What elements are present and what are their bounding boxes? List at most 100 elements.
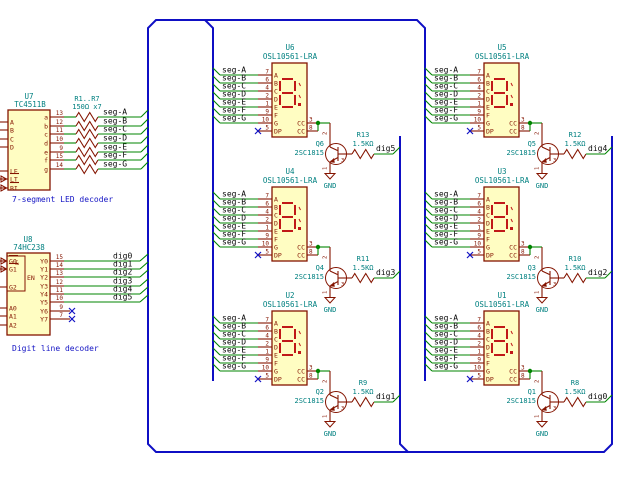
pin-number: 7 (265, 69, 269, 76)
gnd-label: GND (324, 306, 337, 314)
bus-entry (139, 294, 149, 303)
r1-r7-ref: R1..R7 (74, 95, 99, 103)
gnd-symbol-icon (535, 297, 549, 304)
emitter-arrow-icon (329, 406, 335, 411)
seven-segment-glyph (279, 78, 296, 108)
pin-number: 1 (477, 225, 481, 232)
pin-name: G (486, 367, 490, 375)
pin-name: Y2 (40, 273, 48, 281)
resistor-zigzag (351, 396, 375, 408)
bus-entry (212, 239, 221, 248)
pin-name: C (274, 87, 278, 95)
u8-enable-pin-name: G1 (9, 265, 17, 273)
net-label-seg: seg-G (434, 238, 458, 247)
bus-entry (212, 67, 221, 76)
caption-digit-decoder: Digit line decoder (12, 344, 99, 353)
no-connect-icon (68, 315, 76, 323)
no-connect-icon (254, 375, 262, 383)
pin-number: 2 (535, 380, 541, 383)
pin-number: 5 (477, 249, 481, 256)
bus-entry (139, 269, 149, 278)
component-ref: U1 (497, 291, 506, 300)
net-label-seg: seg-B (103, 117, 127, 126)
bus-entry (424, 347, 433, 356)
pin-name: C (486, 335, 490, 343)
pin-name: c (44, 130, 48, 138)
pin-name: b (44, 122, 48, 130)
pin-name: CC (509, 367, 517, 375)
u7-left-pin-name: A (10, 118, 14, 126)
net-label-seg: seg-A (434, 66, 458, 75)
bus-entry (392, 394, 401, 403)
bus-entry (139, 253, 149, 262)
bus-entry (212, 83, 221, 92)
pin-number: 6 (477, 201, 481, 208)
pin-number: 3 (553, 282, 556, 288)
bus-entry (424, 215, 433, 224)
resistor-zigzag (75, 137, 99, 149)
resistor-ref: R13 (357, 131, 370, 139)
net-label-seg: seg-C (434, 330, 458, 339)
component-ref: U2 (285, 291, 294, 300)
junction-dot (315, 120, 321, 126)
bus-entry (212, 355, 221, 364)
pin-number: 10 (474, 365, 482, 372)
bus-entry (212, 91, 221, 100)
net-label-seg: seg-A (103, 108, 127, 117)
net-label-seg: seg-F (222, 230, 246, 239)
bus-entry (212, 207, 221, 216)
bus-entry (140, 152, 149, 161)
bus-entry (212, 223, 221, 232)
net-label-seg: seg-G (222, 362, 246, 371)
u8-address-pin-name: A1 (9, 312, 17, 320)
net-label-seg: seg-G (222, 114, 246, 123)
resistor-zigzag (351, 272, 375, 284)
net-label-seg: seg-E (222, 222, 246, 231)
pin-name: F (274, 111, 278, 119)
pin-number: 1 (477, 349, 481, 356)
pin-number: 7 (477, 317, 481, 324)
component-ref: U3 (497, 167, 506, 176)
net-label-seg: seg-G (222, 238, 246, 247)
pin-number: 2 (323, 256, 329, 259)
net-label-seg: seg-B (222, 322, 246, 331)
pin-name: DP (486, 251, 494, 259)
emitter-arrow-icon (541, 406, 547, 411)
bus-entry (140, 118, 149, 127)
bus-entry (424, 83, 433, 92)
emitter-arrow-icon (541, 158, 547, 163)
pin-name: Y1 (40, 265, 48, 273)
resistor-ref: R9 (359, 379, 367, 387)
display-body (483, 310, 520, 386)
bus-entry (212, 75, 221, 84)
u7-left-pin-name: B (10, 126, 14, 134)
pin-number: 2 (265, 93, 269, 100)
net-label-seg: seg-E (103, 143, 127, 152)
bus-dig-branch-middle (399, 136, 409, 453)
net-label-seg: seg-F (103, 151, 127, 160)
gnd-label: GND (324, 182, 337, 190)
decimal-point-dot (510, 103, 513, 106)
pin-number: 11 (56, 127, 64, 134)
resistor-zigzag (75, 154, 99, 166)
net-label-seg: seg-D (434, 338, 458, 347)
pin-name: G (274, 367, 278, 375)
resistor-zigzag (75, 120, 99, 132)
resistor-ref: R10 (569, 255, 582, 263)
net-label-dig: dig2 (113, 268, 132, 277)
pin-number: 10 (474, 241, 482, 248)
pin-number: 4 (477, 333, 481, 340)
pin-number: 3 (309, 117, 313, 124)
bus-entry (212, 107, 221, 116)
collector-lead (329, 270, 338, 275)
pin-number: 8 (309, 373, 313, 380)
resistor-ref: R12 (569, 131, 582, 139)
pin-number: 7 (477, 69, 481, 76)
pin-name: a (44, 113, 48, 121)
resistor-zigzag (563, 148, 587, 160)
seven-segment-glyph (491, 78, 508, 108)
decimal-point-dot (510, 227, 513, 230)
transistor-value: 2SC1815 (506, 397, 536, 405)
